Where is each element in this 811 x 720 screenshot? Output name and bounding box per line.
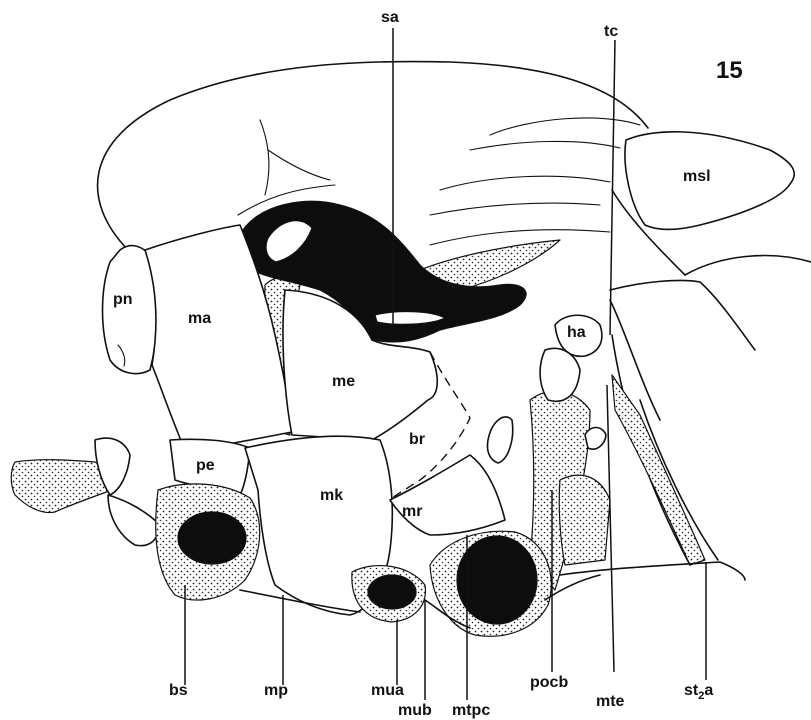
label-st2a: st2a	[684, 682, 713, 702]
label-msl: msl	[683, 168, 711, 185]
upper-fold-4	[490, 118, 640, 135]
upper-fold-5	[470, 141, 620, 150]
st2a-tail: a	[704, 682, 713, 699]
label-sa: sa	[381, 9, 399, 26]
membrane-center-right	[559, 475, 610, 565]
mte-eye	[585, 428, 606, 450]
right-body-outline	[685, 256, 811, 275]
sclerite-mr	[390, 455, 505, 535]
black-oval-mtpc	[457, 536, 537, 624]
label-mp: mp	[264, 682, 288, 699]
label-ha: ha	[567, 324, 586, 341]
label-pocb: pocb	[530, 674, 568, 691]
right-stipple-strip	[612, 375, 705, 565]
right-lower-outline	[560, 562, 745, 580]
label-pe: pe	[196, 457, 215, 474]
label-br: br	[409, 431, 425, 448]
upper-fold-7	[430, 203, 600, 215]
upper-fold-8	[430, 230, 610, 245]
left-lower-piece	[108, 495, 160, 546]
leader-tc	[610, 40, 615, 335]
figure-number: 15	[716, 57, 743, 84]
label-mr: mr	[402, 503, 422, 520]
label-mk: mk	[320, 487, 343, 504]
upper-fold-6	[440, 176, 610, 190]
right-body-lower	[610, 280, 755, 350]
st2a-stem: st	[684, 682, 699, 699]
label-mub: mub	[398, 702, 432, 719]
label-mte: mte	[596, 693, 625, 710]
label-bs: bs	[169, 682, 188, 699]
label-mua: mua	[371, 682, 404, 699]
ha-lower	[540, 348, 580, 401]
label-me: me	[332, 373, 355, 390]
black-oval-bs	[178, 512, 246, 564]
label-ma: ma	[188, 310, 211, 327]
label-mtpc: mtpc	[452, 702, 490, 719]
label-pn: pn	[113, 291, 133, 308]
black-oval-mua	[368, 575, 416, 609]
upper-fold-1	[260, 120, 269, 195]
oval-near-mr	[487, 417, 512, 463]
upper-fold-2	[268, 150, 330, 180]
label-tc: tc	[604, 23, 618, 40]
